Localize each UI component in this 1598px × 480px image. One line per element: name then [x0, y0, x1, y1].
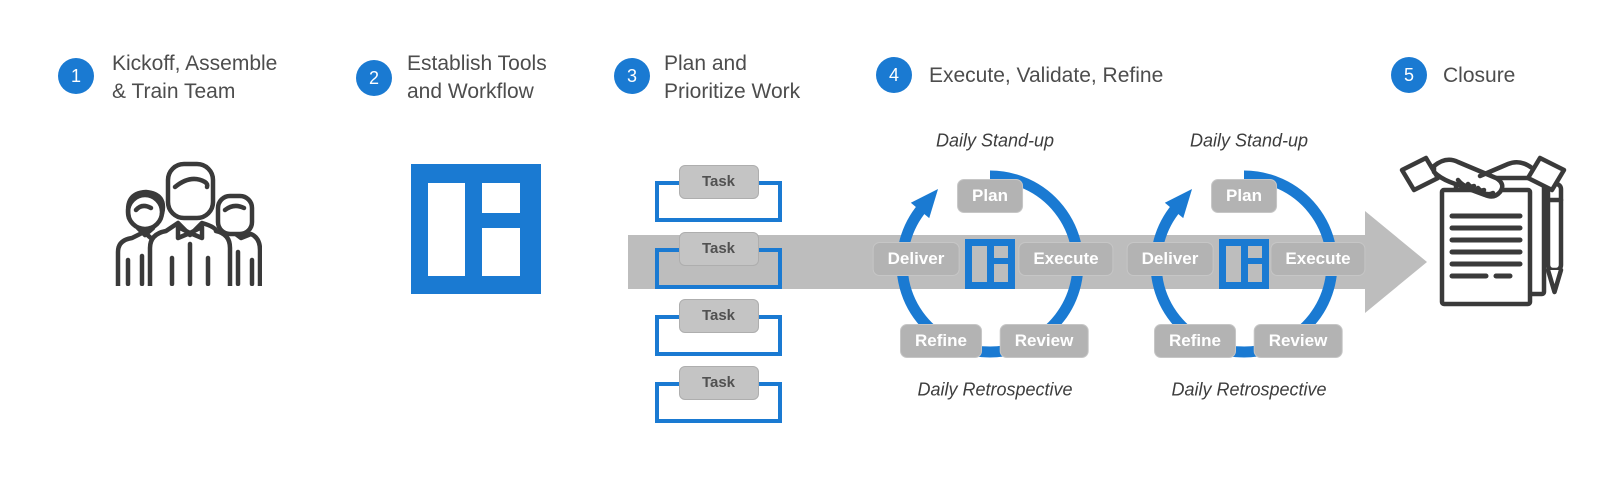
stage-review-2: Review	[1253, 324, 1343, 358]
center-person-stripes	[169, 241, 211, 286]
left-person-brow	[133, 203, 154, 213]
board-right-top-card	[482, 183, 520, 213]
contract-page	[1439, 187, 1533, 307]
stage-execute-1: Execute	[1018, 242, 1114, 276]
center-person-bowtie	[175, 224, 205, 241]
center-person-head	[165, 161, 216, 221]
center-person-hair	[172, 176, 210, 190]
task-item-4: Task	[655, 366, 782, 423]
stage-deliver-1: Deliver	[872, 242, 960, 276]
step-title-3-line2: Prioritize Work	[664, 80, 801, 103]
left-person-collar	[135, 225, 156, 238]
task-label: Task	[678, 366, 759, 400]
pen-icon	[1545, 181, 1564, 295]
stage-plan-2: Plan	[1211, 179, 1277, 213]
step-title-1-line2: & Train Team	[112, 80, 236, 103]
left-person-stripes	[125, 253, 145, 286]
right-person-brow	[222, 203, 247, 213]
kanban-board-small-icon	[965, 239, 1015, 289]
kanban-board-icon	[411, 164, 541, 294]
stage-review-1: Review	[999, 324, 1089, 358]
contract-text-lines	[1449, 213, 1523, 279]
step-title-4-line1: Execute, Validate, Refine	[929, 64, 1164, 87]
team-icon	[115, 161, 262, 286]
stage-execute-2: Execute	[1270, 242, 1366, 276]
handshake-icon	[1399, 155, 1567, 199]
kanban-board-small-icon	[1219, 239, 1269, 289]
step-title-4: Execute, Validate, Refine	[929, 62, 1163, 90]
step-title-1-line1: Kickoff, Assemble	[112, 52, 278, 75]
task-item-1: Task	[655, 165, 782, 222]
task-item-2: Task	[655, 232, 782, 289]
step-number-4: 4	[876, 57, 912, 93]
task-label: Task	[678, 232, 759, 266]
step-title-2: Establish Tools and Workflow	[407, 50, 547, 106]
step-title-1: Kickoff, Assemble & Train Team	[112, 50, 277, 106]
task-label: Task	[678, 165, 759, 199]
left-person-hair	[125, 189, 166, 221]
step-title-3-line1: Plan and	[664, 52, 747, 75]
step-number-3: 3	[614, 58, 650, 94]
board-right-bottom-card	[482, 228, 520, 276]
left-person-head	[125, 192, 165, 232]
stage-deliver-2: Deliver	[1126, 242, 1214, 276]
stage-refine-2: Refine	[1154, 324, 1236, 358]
step-number-5: 5	[1391, 57, 1427, 93]
step-title-2-line2: and Workflow	[407, 80, 534, 103]
daily-standup-caption-2: Daily Stand-up	[1189, 130, 1309, 151]
task-label: Task	[678, 299, 759, 333]
step-title-3: Plan and Prioritize Work	[664, 50, 800, 106]
right-person-head	[215, 193, 255, 237]
step-number-1: 1	[58, 58, 94, 94]
step-title-5: Closure	[1443, 62, 1515, 90]
step-title-2-line1: Establish Tools	[407, 52, 547, 75]
step-number-2: 2	[356, 60, 392, 96]
daily-standup-caption-1: Daily Stand-up	[935, 130, 1055, 151]
stage-refine-1: Refine	[900, 324, 982, 358]
board-left-column	[428, 183, 465, 276]
daily-retrospective-caption-1: Daily Retrospective	[917, 379, 1073, 400]
daily-retrospective-caption-2: Daily Retrospective	[1171, 379, 1327, 400]
task-item-3: Task	[655, 299, 782, 356]
stage-plan-1: Plan	[957, 179, 1023, 213]
handshake-contract-icon	[1399, 155, 1567, 307]
step-title-5-line1: Closure	[1443, 64, 1516, 87]
